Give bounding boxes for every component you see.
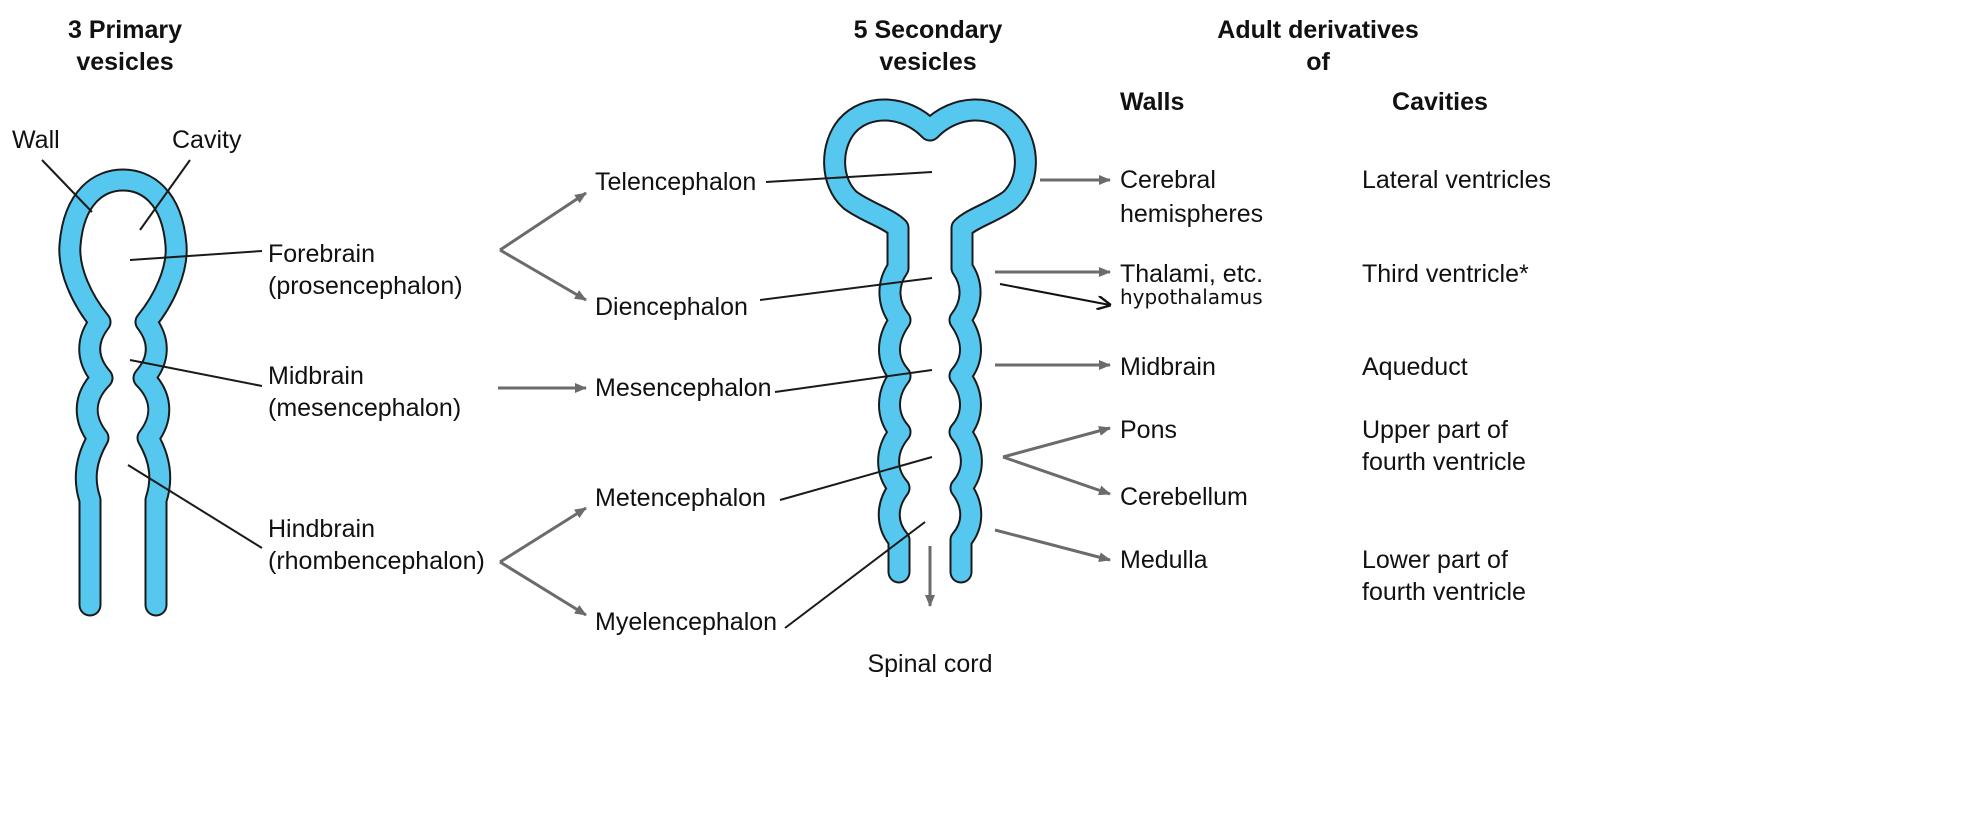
arrow-hindbrain-to-myelencephalon — [500, 562, 586, 615]
primary-header-line1: 3 Primary — [68, 16, 182, 44]
adult-derivatives-header: Adult derivatives of Walls Cavities — [1120, 16, 1488, 116]
arrow-hindbrain-to-metencephalon — [500, 508, 586, 562]
forebrain-label-line2: (prosencephalon) — [268, 272, 463, 300]
secondary-vesicles-header: 5 Secondary vesicles — [854, 16, 1003, 76]
spinal-cord-label: Spinal cord — [867, 650, 992, 678]
mesencephalon-label: Mesencephalon — [595, 374, 772, 402]
third-ventricle-label: Third ventricle* — [1362, 260, 1529, 288]
cerebellum-label: Cerebellum — [1120, 483, 1248, 511]
arrow-forebrain-to-telencephalon — [500, 193, 586, 250]
diencephalon-label: Diencephalon — [595, 293, 748, 321]
primary-header-line2: vesicles — [76, 48, 173, 76]
primary-vesicles-header: 3 Primary vesicles — [68, 16, 182, 76]
cavity-label: Cavity — [172, 126, 242, 154]
wall-label: Wall — [12, 126, 60, 154]
midbrain-label: Midbrain (mesencephalon) — [268, 362, 461, 422]
diencephalon-leader-line — [760, 278, 932, 300]
pons-label: Pons — [1120, 416, 1177, 444]
secondary-vesicle-shape — [835, 110, 1026, 572]
metencephalon-leader-line — [780, 457, 932, 500]
secondary-vesicle-wall-outline — [835, 110, 1026, 572]
metencephalon-label: Metencephalon — [595, 484, 766, 512]
arrow-to-medulla — [995, 530, 1110, 560]
lateral-ventricles-label: Lateral ventricles — [1362, 166, 1551, 194]
medulla-label: Medulla — [1120, 546, 1208, 574]
cavities-column: Lateral ventricles Third ventricle* Aque… — [1362, 166, 1551, 606]
hindbrain-label-line2: (rhombencephalon) — [268, 547, 485, 575]
forebrain-label-line1: Forebrain — [268, 240, 375, 268]
secondary-header-line1: 5 Secondary — [854, 16, 1003, 44]
arrow-to-hypothalamus — [1000, 284, 1110, 305]
midbrain-label-line2: (mesencephalon) — [268, 394, 461, 422]
adult-header-line1: Adult derivatives — [1217, 16, 1418, 44]
lower-fourth-ventricle-line1: Lower part of — [1362, 546, 1508, 574]
hypothalamus-label: hypothalamus — [1120, 285, 1263, 309]
walls-column: Cerebral hemispheres Thalami, etc. hypot… — [1120, 166, 1263, 574]
adult-header-line2: of — [1306, 48, 1330, 76]
secondary-header-line2: vesicles — [879, 48, 976, 76]
arrow-forebrain-to-diencephalon — [500, 250, 586, 300]
walls-column-header: Walls — [1120, 88, 1184, 116]
upper-fourth-ventricle-line1: Upper part of — [1362, 416, 1508, 444]
secondary-to-walls-arrows — [995, 180, 1110, 560]
primary-to-secondary-arrows — [498, 193, 586, 615]
forebrain-label: Forebrain (prosencephalon) — [268, 240, 463, 300]
cavities-column-header: Cavities — [1392, 88, 1488, 116]
secondary-vesicle-wall-fill — [835, 110, 1026, 572]
thalami-label: Thalami, etc. — [1120, 260, 1263, 288]
telencephalon-label: Telencephalon — [595, 168, 756, 196]
myelencephalon-label: Myelencephalon — [595, 608, 777, 636]
arrow-to-pons — [1003, 428, 1110, 457]
primary-vesicle-wall-fill — [70, 180, 176, 605]
upper-fourth-ventricle-line2: fourth ventricle — [1362, 448, 1526, 476]
forebrain-leader-line — [130, 251, 262, 260]
hindbrain-label: Hindbrain (rhombencephalon) — [268, 515, 485, 575]
cerebral-hemispheres-line2: hemispheres — [1120, 200, 1263, 228]
hindbrain-label-line1: Hindbrain — [268, 515, 375, 543]
arrow-to-cerebellum — [1003, 457, 1110, 494]
aqueduct-label: Aqueduct — [1362, 353, 1468, 381]
cerebral-hemispheres-line1: Cerebral — [1120, 166, 1216, 194]
primary-vesicle-shape — [70, 180, 176, 605]
lower-fourth-ventricle-line2: fourth ventricle — [1362, 578, 1526, 606]
midbrain-wall-label: Midbrain — [1120, 353, 1216, 381]
midbrain-label-line1: Midbrain — [268, 362, 364, 390]
